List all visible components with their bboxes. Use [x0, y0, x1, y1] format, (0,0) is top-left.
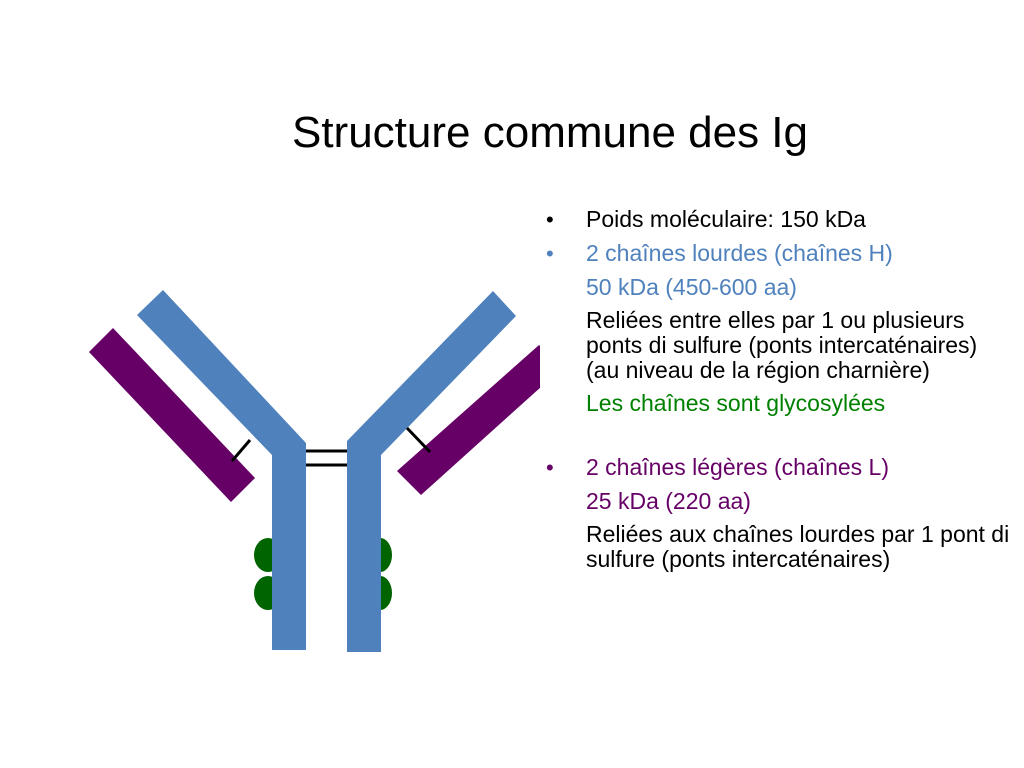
- disulfide-bond-left: [230, 439, 252, 462]
- bullet-marker: •: [546, 455, 554, 480]
- bullet-list: • Poids moléculaire: 150 kDa • 2 chaînes…: [544, 206, 1014, 572]
- bullet-text: 2 chaînes lourdes (chaînes H): [586, 240, 893, 266]
- bullet-text: 2 chaînes légères (chaînes L): [586, 454, 890, 480]
- light-sub-bonds: Reliées aux chaînes lourdes par 1 pont d…: [586, 521, 1010, 572]
- light-sub-mass: 25 kDa (220 aa): [586, 488, 751, 514]
- disulfide-bond-right: [405, 426, 432, 454]
- light-chain-right: [397, 345, 540, 495]
- heavy-chain-left-stem: [272, 455, 306, 650]
- heavy-sub-bonds: Reliées entre elles par 1 ou plusieurs p…: [586, 307, 978, 383]
- light-chain-left: [89, 328, 255, 502]
- bullet-item-heavy: • 2 chaînes lourdes (chaînes H): [544, 240, 1014, 267]
- heavy-sub-glyco: Les chaînes sont glycosylées: [586, 390, 886, 416]
- slide-title: Structure commune des Ig: [291, 108, 808, 157]
- heavy-sub-mass: 50 kDa (450-600 aa): [586, 274, 797, 300]
- antibody-diagram: [89, 290, 540, 652]
- bullet-item-light: • 2 chaînes légères (chaînes L): [544, 454, 1014, 481]
- bullet-text: Poids moléculaire: 150 kDa: [586, 206, 866, 232]
- heavy-chain-right-stem: [347, 455, 381, 652]
- bullet-marker: •: [546, 207, 554, 232]
- bullet-item-mass: • Poids moléculaire: 150 kDa: [544, 206, 1014, 233]
- bullet-marker: •: [546, 241, 554, 266]
